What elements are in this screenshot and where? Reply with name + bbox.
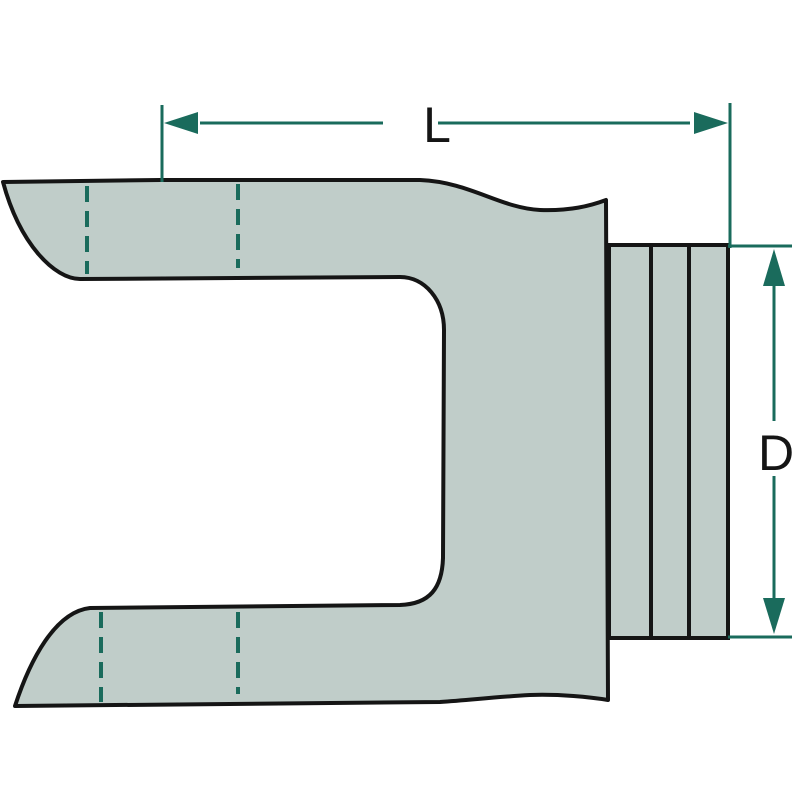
arrow-down-icon (763, 598, 785, 634)
collar (607, 243, 730, 640)
dimension-label-l: L (423, 97, 451, 153)
arrow-up-icon (763, 249, 785, 286)
hidden-bore-lines (85, 184, 240, 702)
dimension-length: L (160, 97, 732, 248)
yoke-body (1, 178, 610, 708)
arrow-left-icon (164, 112, 198, 134)
dimension-label-d: D (758, 425, 794, 481)
arrow-right-icon (694, 112, 728, 134)
dimension-diameter: D (728, 244, 794, 639)
